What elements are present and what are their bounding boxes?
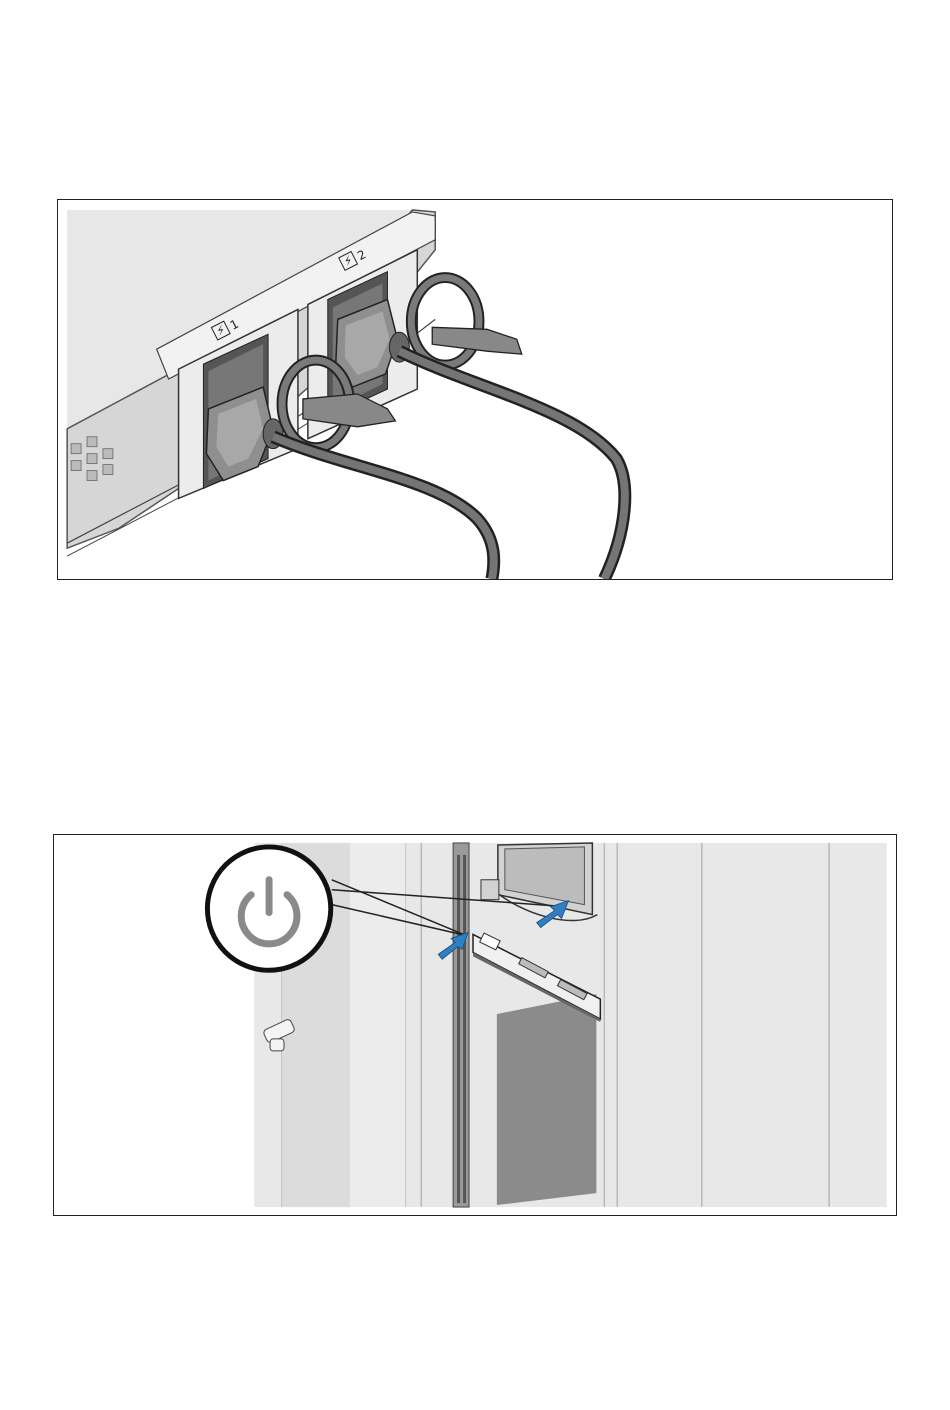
rack-interior: [497, 994, 596, 1205]
power-cable-2: [399, 351, 624, 579]
power-on-figure: [53, 834, 897, 1216]
power-cable-1: [273, 437, 494, 579]
power-callout: [207, 847, 330, 970]
power-on-illustration: [54, 835, 896, 1215]
power-cable-illustration: ⚡ 1 ⚡ 2: [58, 200, 892, 579]
cable-strap-2: [432, 327, 522, 354]
cable-loop-2: [411, 278, 479, 366]
rack-rail: [453, 843, 469, 1207]
power-cable-figure: ⚡ 1 ⚡ 2: [57, 199, 893, 580]
